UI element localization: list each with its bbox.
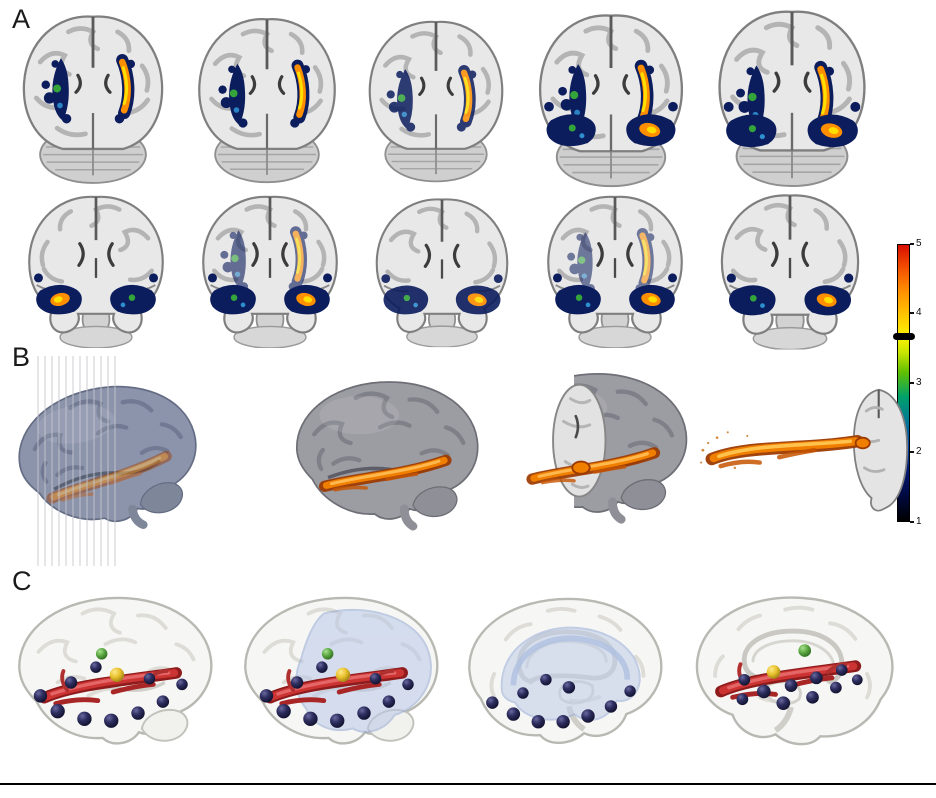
panel-c: [0, 572, 936, 772]
yellow-sphere: [109, 667, 125, 682]
tract-cross-section: [854, 436, 871, 450]
colorbar-tickmark: [910, 382, 914, 384]
colorbar-tick-3: 3: [916, 377, 922, 388]
colorbar-tickmark: [910, 243, 914, 245]
panel-a: [0, 0, 936, 352]
panel-a-label: A: [12, 4, 31, 34]
coronal-slice-r1-4: [522, 6, 700, 190]
panel-b-label: B: [12, 342, 31, 372]
coronal-slice-r1-3: [355, 13, 518, 186]
coronal-slice-r1-1: [8, 6, 178, 188]
coronal-slice-r2-1: [10, 188, 182, 348]
coronal-slice-r2-3: [357, 191, 527, 347]
panel-c-label: C: [12, 566, 32, 596]
glass-brain-red-blue-tract: [243, 596, 440, 746]
colorbar-tickmark: [910, 312, 914, 314]
coronal-slice-r2-2: [184, 188, 356, 348]
colorbar-tick-4: 4: [916, 307, 922, 318]
coronal-slice-r2-5: [700, 186, 880, 349]
coronal-slice-r1-5: [698, 2, 886, 190]
electrode-spheres: [736, 644, 863, 710]
panel-b: [0, 350, 936, 576]
electrode-spheres: [33, 648, 188, 728]
colorbar-tickmark: [910, 521, 914, 523]
colorbar-tick-5: 5: [916, 238, 922, 249]
brain-3d-tract-surface: [283, 370, 491, 535]
glass-brain-red-tract: [17, 596, 214, 746]
colorbar-tick-1: 1: [916, 516, 922, 527]
tract-with-slice: [700, 388, 909, 512]
green-sphere: [95, 648, 108, 660]
slice-plane-lines: [37, 356, 116, 566]
colorbar-tickmark: [910, 451, 914, 453]
brain-3d-cutaway-tract: [490, 362, 700, 528]
colorbar-threshold-marker: [893, 333, 915, 340]
yellow-sphere: [335, 667, 351, 682]
brain-3d-glass-slice-planes: [2, 356, 214, 566]
glass-brain-medial-red-tract: [682, 580, 906, 764]
yellow-sphere: [766, 665, 781, 679]
green-sphere: [798, 644, 812, 657]
green-sphere: [321, 648, 334, 660]
colorbar-tick-2: 2: [916, 446, 922, 457]
figure-bottom-rule: [0, 783, 936, 785]
electrode-spheres: [259, 648, 414, 728]
glass-brain-blue-tract: [456, 580, 676, 764]
electrode-spheres: [486, 673, 636, 729]
coronal-slice-r2-4: [528, 188, 702, 348]
tract-cross-section: [571, 460, 591, 475]
coronal-slice-r1-2: [184, 10, 351, 186]
coronal-slab: [852, 388, 909, 512]
